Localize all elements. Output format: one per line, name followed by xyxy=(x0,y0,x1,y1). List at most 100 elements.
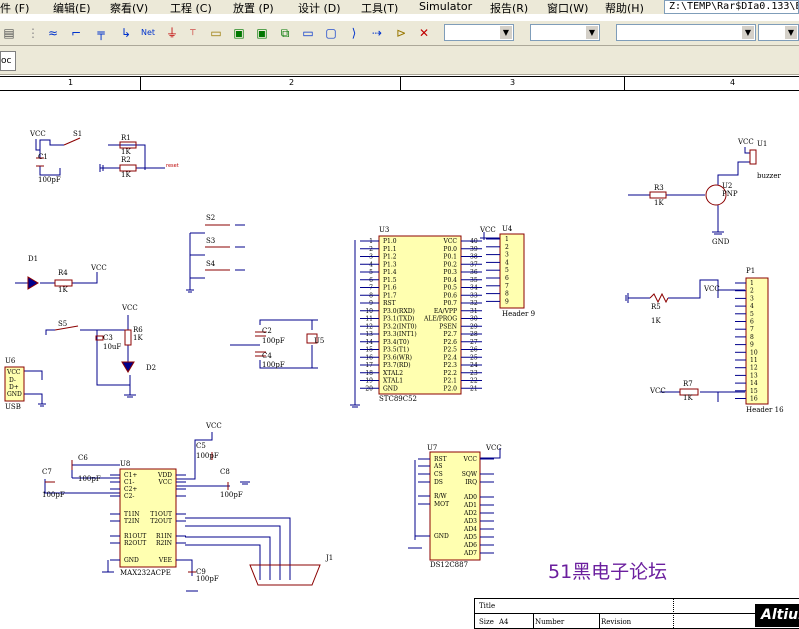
menu-view[interactable]: 察看(V) xyxy=(110,2,149,15)
u1-label: U1 xyxy=(757,140,767,148)
u7-pin-label: VCC xyxy=(462,456,477,463)
toolbar-combo-1[interactable]: ▼ xyxy=(444,24,514,41)
no-erc-icon[interactable]: ✕ xyxy=(418,26,430,40)
u4-pin-number: 1 xyxy=(505,236,509,243)
resistor-r7[interactable] xyxy=(679,388,699,396)
resistor-r1[interactable] xyxy=(119,141,137,149)
toolbar-combo-2[interactable]: ▼ xyxy=(530,24,600,41)
u3-pin-label: PSEN xyxy=(439,323,457,330)
header-u4[interactable] xyxy=(499,233,525,309)
menu-help[interactable]: 帮助(H) xyxy=(605,2,644,15)
chip-u3-stc89c52[interactable] xyxy=(378,235,462,395)
c1-value: 100pF xyxy=(38,176,61,184)
toolbar-combo-4[interactable]: ▼ xyxy=(758,24,799,41)
vcc-label: VCC xyxy=(29,130,46,138)
ruler-divider xyxy=(624,77,625,90)
document-tab[interactable]: oc xyxy=(0,51,16,71)
usb-label: USB xyxy=(5,403,21,411)
r1-label: R1 xyxy=(121,134,131,142)
harness-connector-icon[interactable]: ⟩ xyxy=(351,26,357,40)
u3-pin-label: P2.5 xyxy=(443,347,457,354)
chip-u8-max232[interactable] xyxy=(119,468,177,568)
menu-window[interactable]: 窗口(W) xyxy=(547,2,589,15)
db9-connector-j1[interactable] xyxy=(249,564,321,586)
buzzer-u1[interactable] xyxy=(749,149,757,165)
p1-pin-number: 1 xyxy=(750,280,754,287)
led-d1[interactable] xyxy=(27,276,39,290)
u4-pin-number: 2 xyxy=(505,244,509,251)
title-label: Title xyxy=(479,602,496,610)
crystal-y1[interactable] xyxy=(306,333,318,344)
u7-pin-label: AD7 xyxy=(463,550,477,557)
vcc-label: VCC xyxy=(703,285,720,293)
wire xyxy=(176,559,193,576)
title-divider xyxy=(475,613,799,614)
wire xyxy=(744,147,750,154)
vcc-label: VCC xyxy=(205,422,222,430)
capacitor-c3[interactable] xyxy=(95,335,104,341)
usb-pin-dminus: D- xyxy=(9,377,16,384)
c4-label: C4 xyxy=(262,352,272,360)
gnd-port-icon[interactable]: ⏚ xyxy=(165,26,178,40)
bus-entry-icon[interactable]: ╤ xyxy=(97,26,105,40)
menu-design[interactable]: 设计 (D) xyxy=(298,2,341,15)
header-p1[interactable] xyxy=(745,277,769,405)
menu-edit[interactable]: 编辑(E) xyxy=(53,2,91,15)
potentiometer-r5[interactable] xyxy=(649,292,669,304)
c7-value: 100pF xyxy=(42,491,65,499)
u7-label: U7 xyxy=(427,444,437,452)
device-sheet-icon[interactable]: ⧉ xyxy=(280,26,290,40)
harness-icon[interactable]: ▢ xyxy=(325,26,337,40)
wire xyxy=(39,166,61,176)
menu-tools[interactable]: 工具(T) xyxy=(361,2,399,15)
bus-icon[interactable]: ⌐ xyxy=(70,26,82,40)
chevron-down-icon: ▼ xyxy=(742,26,754,39)
transistor-u2[interactable] xyxy=(705,184,727,206)
toolbar-combo-3[interactable]: ▼ xyxy=(616,24,756,41)
c9-value: 100pF xyxy=(196,575,219,583)
u7-pin-label: AD4 xyxy=(463,526,477,533)
resistor-r6[interactable] xyxy=(124,329,132,346)
document-path-field[interactable]: Z:\TEMP\Rar$DIa0.133\E xyxy=(664,0,799,14)
switch-s1[interactable] xyxy=(63,137,81,146)
net-label-button[interactable]: Net xyxy=(140,28,156,37)
directive-icon[interactable]: ⊳ xyxy=(395,26,407,40)
resistor-r2[interactable] xyxy=(119,164,137,172)
port-icon[interactable]: ▭ xyxy=(302,26,314,40)
wire xyxy=(35,139,64,151)
document-bar: oc xyxy=(0,46,799,75)
s1-label: S1 xyxy=(73,130,82,138)
schematic-canvas[interactable]: P1.01P1.12P1.23P1.34P1.45P1.56P1.67P1.78… xyxy=(0,91,799,598)
menu-place[interactable]: 放置 (P) xyxy=(233,2,274,15)
chip-u7-ds12c887[interactable] xyxy=(429,451,481,561)
wire-icon[interactable]: ≈ xyxy=(47,26,59,40)
sheet-entry-icon[interactable]: ▣ xyxy=(256,26,268,40)
p1-pin-number: 5 xyxy=(750,311,754,318)
usb-connector-u6[interactable] xyxy=(4,366,25,402)
resistor-r3[interactable] xyxy=(649,191,667,199)
net-label-icon[interactable]: ↳ xyxy=(120,26,132,40)
part-icon[interactable]: ▭ xyxy=(210,26,222,40)
u3-pin-label: P3.3(INT1) xyxy=(383,331,417,338)
resistor-r4[interactable] xyxy=(54,279,73,287)
u4-pin-number: 3 xyxy=(505,252,509,259)
switch-s5[interactable] xyxy=(54,325,79,331)
vcc-port-icon[interactable]: ⊤ xyxy=(189,28,197,37)
harness-entry-icon[interactable]: ⇢ xyxy=(371,26,383,40)
u7-pin-label: RST xyxy=(434,456,447,463)
r6-value: 1K xyxy=(133,334,143,342)
r5-label: R5 xyxy=(651,303,661,311)
u8-pin-label: C1+ xyxy=(124,472,137,479)
menu-file[interactable]: 件 (F) xyxy=(0,2,30,15)
menu-simulator[interactable]: Simulator xyxy=(419,0,473,13)
u4-pin-number: 5 xyxy=(505,267,509,274)
led-d2[interactable] xyxy=(121,361,135,373)
ruler-divider xyxy=(400,77,401,90)
print-icon[interactable]: ▤ xyxy=(3,26,15,40)
menu-project[interactable]: 工程 (C) xyxy=(170,2,212,15)
p1-name: Header 16 xyxy=(746,406,784,414)
sheet-symbol-icon[interactable]: ▣ xyxy=(233,26,245,40)
menu-reports[interactable]: 报告(R) xyxy=(490,2,529,15)
u7-pin-label: IRQ xyxy=(465,479,477,486)
p1-pin-number: 14 xyxy=(750,380,758,387)
